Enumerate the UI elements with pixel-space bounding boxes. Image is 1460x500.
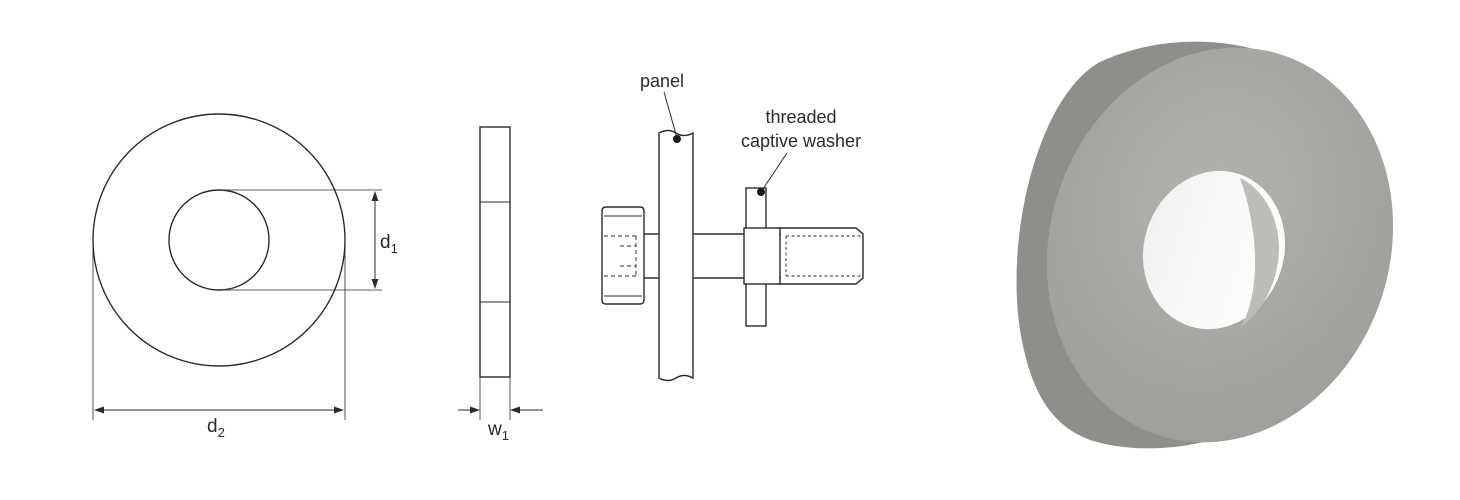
d2-label: d2 [207,417,225,439]
d2-label-sub: 2 [217,425,225,440]
panel-leader-line [663,91,678,139]
washer-side-view [458,126,543,420]
screw-thread-end [778,227,864,285]
d1-label-sub: 1 [390,241,398,256]
panel-label: panel [640,71,685,91]
screw-thread-hidden-lines [785,235,862,277]
washer-side-rect [479,126,511,378]
washer-leader-line [760,152,788,193]
assembly-view [601,91,864,382]
w1-label-sub: 1 [501,428,509,443]
d1-label: d1 [380,233,398,255]
washer-front-view [92,113,382,420]
washer-leader-dot [757,188,765,196]
washer-label-line2: captive washer [741,131,862,151]
screw-head [601,206,645,305]
washer-label: threaded captive washer [741,105,861,153]
washer-3d-render [1016,41,1394,449]
w1-label: w1 [488,420,509,442]
d2-label-base: d [207,416,218,437]
panel [658,129,694,382]
outer-circle [92,113,346,367]
d1-label-base: d [380,232,391,253]
w1-label-base: w [488,419,502,440]
screw-socket-hidden-lines [604,235,637,277]
panel-leader-dot [673,135,681,143]
washer-3d-hole-bore [1240,178,1279,328]
washer-label-line1: threaded [765,107,837,127]
inner-circle [168,189,270,291]
captive-washer-ring [743,227,781,285]
